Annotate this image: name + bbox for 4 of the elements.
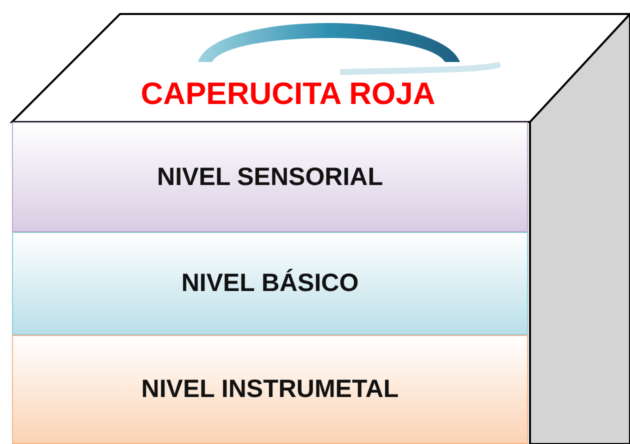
level-band: NIVEL BÁSICO (12, 232, 528, 335)
level-band: NIVEL INSTRUMETAL (12, 335, 528, 444)
title: CAPERUCITA ROJA (140, 76, 436, 112)
level-band: NIVEL SENSORIAL (12, 122, 528, 232)
